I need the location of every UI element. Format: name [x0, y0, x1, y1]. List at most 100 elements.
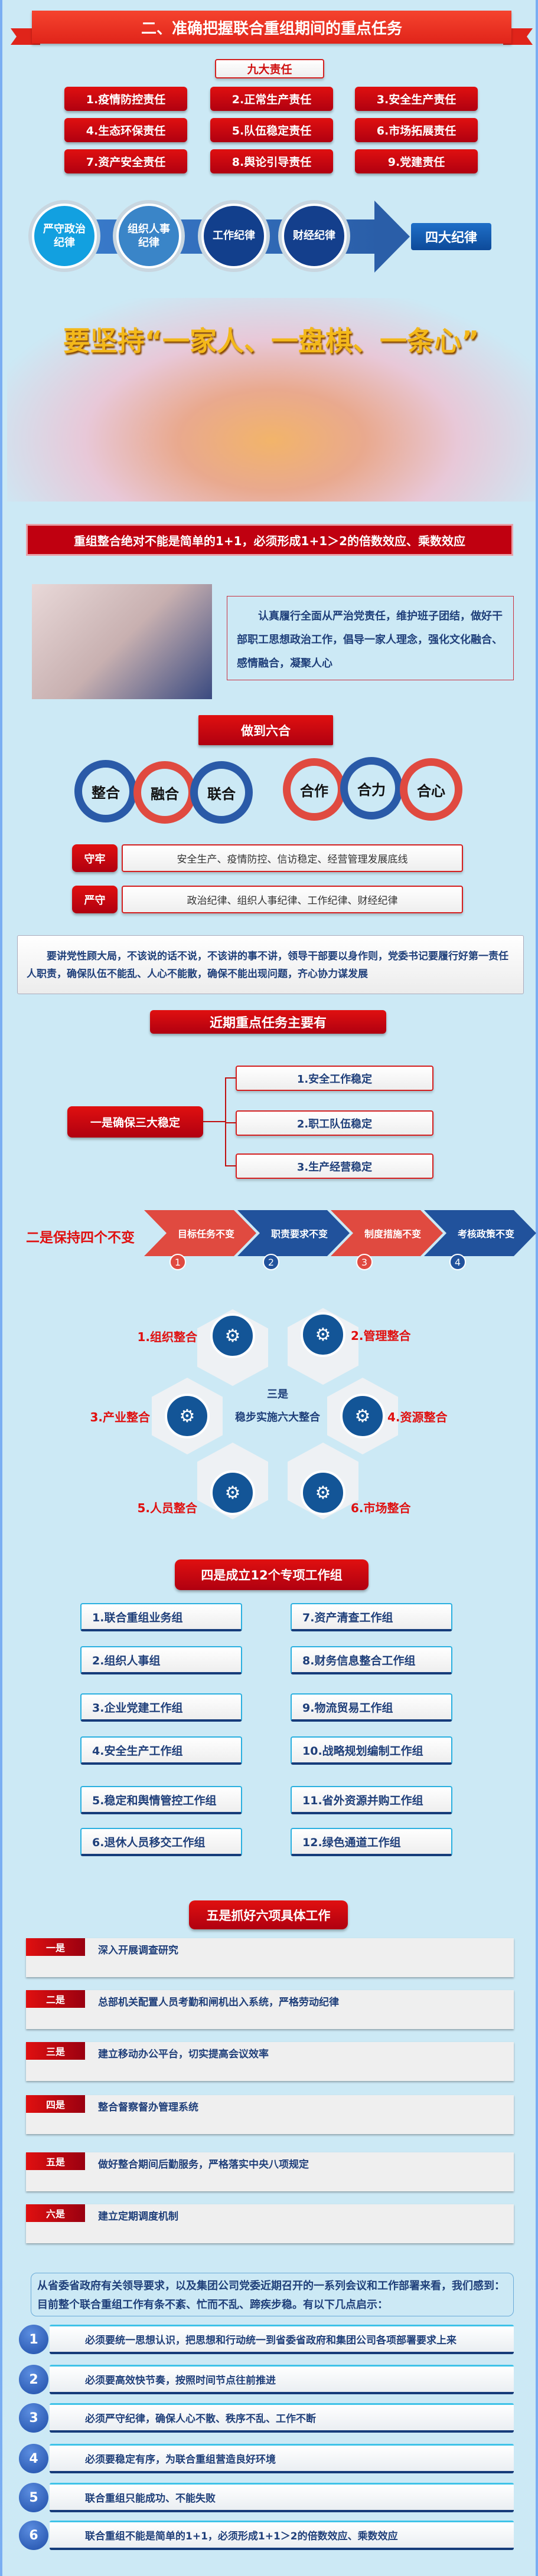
work-group-item: 11.省外资源并购工作组 — [291, 1786, 452, 1814]
gear-icon: ⚙ — [340, 1394, 385, 1438]
task-tag: 二是 — [26, 1990, 85, 2008]
task-item: 一是 深入开展调查研究 — [26, 1938, 514, 1977]
lesson-text: 联合重组只能成功、不能失败 — [50, 2483, 514, 2512]
he-ring: 合力 — [340, 757, 403, 820]
work-group-item: 8.财务信息整合工作组 — [291, 1646, 452, 1674]
groups-heading: 四是成立12个专项工作组 — [175, 1559, 369, 1590]
three-stability-label: 一是确保三大稳定 — [67, 1106, 203, 1138]
duty-item: 9.党建责任 — [355, 149, 478, 173]
he-ring: 合作 — [283, 758, 345, 821]
section-title: 二、准确把握联合重组期间的重点任务 — [32, 11, 511, 44]
four-disciplines-label: 四大纪律 — [411, 223, 491, 250]
lesson-text: 必须要统一思想认识，把思想和行动统一到省委省政府和集团公司各项部署要求上来 — [50, 2325, 514, 2354]
task-item: 四是 整合督察督办管理系统 — [26, 2095, 514, 2134]
task-item: 三是 建立移动办公平台，切实提高会议效率 — [26, 2042, 514, 2081]
party-responsibility-text: 认真履行全面从严治党责任，维护班子团结，做好干部职工思想政治工作，倡导一家人理念… — [227, 596, 514, 680]
integration-label: 3.产业整合 — [90, 1410, 150, 1424]
unchanged-number: 3 — [356, 1254, 373, 1270]
stability-item: 2.职工队伍稳定 — [236, 1110, 433, 1136]
lesson-text: 必须严守纪律，确保人心不散、秩序不乱、工作不断 — [50, 2403, 514, 2433]
unchanged-number: 1 — [169, 1254, 186, 1270]
lesson-text: 必须要稳定有序，为联合重组营造良好环境 — [50, 2444, 514, 2473]
integration-label: 6.市场整合 — [351, 1501, 411, 1515]
task-text: 建立移动办公平台，切实提高会议效率 — [98, 2049, 269, 2060]
unchanged-chevron: 目标任务不变 — [144, 1210, 256, 1256]
work-group-item: 2.组织人事组 — [80, 1646, 242, 1674]
duty-item: 3.安全生产责任 — [355, 87, 478, 111]
six-he-heading: 做到六合 — [198, 715, 333, 745]
task-tag: 一是 — [26, 1938, 85, 1956]
task-text: 做好整合期间后勤服务，严格落实中央八项规定 — [98, 2159, 309, 2171]
integration-label: 5.人员整合 — [137, 1501, 197, 1515]
row-text: 政治纪律、组织人事纪律、工作纪律、财经纪律 — [122, 886, 463, 913]
duty-item: 1.疫情防控责任 — [64, 87, 187, 111]
he-ring: 融合 — [133, 761, 196, 824]
unchanged-number: 4 — [449, 1254, 466, 1270]
lesson-number: 5 — [19, 2483, 48, 2512]
duty-item: 5.队伍稳定责任 — [210, 118, 333, 142]
party-spirit-text: 要讲党性顾大局，不该说的话不说，不该讲的事不讲，领导干部要以身作则，党委书记要履… — [17, 935, 524, 994]
nine-duties-heading: 九大责任 — [215, 59, 324, 78]
task-item: 二是 总部机关配置人员考勤和闸机出入系统，严格劳动纪律 — [26, 1990, 514, 2029]
lesson-number: 3 — [19, 2403, 48, 2433]
stability-item: 3.生产经营稳定 — [236, 1153, 433, 1179]
tree-connector — [203, 1121, 226, 1122]
duty-item: 6.市场拓展责任 — [355, 118, 478, 142]
row-tag: 守牢 — [72, 844, 118, 872]
team-hands-photo — [32, 584, 212, 699]
gear-icon: ⚙ — [165, 1394, 210, 1438]
arrow-head-icon — [374, 201, 410, 273]
task-item: 六是建立定期调度机制 — [26, 2204, 514, 2243]
work-group-item: 12.绿色通道工作组 — [291, 1828, 452, 1856]
task-text: 整合督察督办管理系统 — [98, 2102, 198, 2113]
he-ring: 合心 — [400, 758, 462, 821]
duty-item: 4.生态环保责任 — [64, 118, 187, 142]
discipline-circle: 组织人事纪律 — [116, 204, 181, 268]
work-group-item: 10.战略规划编制工作组 — [291, 1736, 452, 1765]
row-tag: 严守 — [72, 886, 118, 913]
four-unchanged-label: 二是保持四个不变 — [26, 1230, 135, 1246]
six-tasks-heading: 五是抓好六项具体工作 — [189, 1900, 348, 1929]
task-item: 五是 做好整合期间后勤服务，严格落实中央八项规定 — [26, 2152, 514, 2191]
work-group-item: 7.资产清查工作组 — [291, 1603, 452, 1631]
work-group-item: 6.退休人员移交工作组 — [80, 1828, 242, 1856]
row-text: 安全生产、疫情防控、信访稳定、经营管理发展底线 — [122, 844, 463, 872]
lesson-number: 1 — [19, 2325, 48, 2354]
integration-label: 4.资源整合 — [387, 1410, 448, 1424]
gear-icon: ⚙ — [301, 1470, 345, 1515]
task-text: 建立定期调度机制 — [98, 2211, 178, 2223]
work-group-item: 4.安全生产工作组 — [80, 1736, 242, 1765]
discipline-circle: 严守政治纪律 — [32, 204, 97, 268]
gear-icon: ⚙ — [210, 1470, 255, 1515]
task-tag: 四是 — [26, 2095, 85, 2113]
lesson-number: 6 — [19, 2521, 48, 2550]
lessons-intro: 从省委省政府有关领导要求，以及集团公司党委近期召开的一系列会议和工作部署来看，我… — [31, 2273, 514, 2316]
integration-label: 1.组织整合 — [137, 1330, 197, 1344]
lesson-number: 2 — [19, 2365, 48, 2394]
hex-center-title: 三是 — [267, 1388, 288, 1401]
duty-item: 2.正常生产责任 — [210, 87, 333, 111]
lesson-number: 4 — [19, 2444, 48, 2473]
task-text: 深入开展调查研究 — [98, 1945, 178, 1956]
unchanged-number: 2 — [263, 1254, 279, 1270]
hero-hands-image — [7, 298, 536, 502]
lesson-text: 必须要高效快节奏，按照时间节点往前推进 — [50, 2365, 514, 2394]
task-text: 总部机关配置人员考勤和闸机出入系统，严格劳动纪律 — [98, 1997, 339, 2008]
tree-connector — [225, 1122, 237, 1123]
work-group-item: 9.物流贸易工作组 — [291, 1693, 452, 1722]
hero-slogan: 要坚持“一家人、一盘棋、一条心” — [63, 325, 480, 357]
hex-center-subtitle: 稳步实施六大整合 — [235, 1411, 320, 1424]
he-ring: 整合 — [74, 760, 137, 822]
gear-icon: ⚙ — [210, 1313, 255, 1358]
task-tag: 三是 — [26, 2042, 85, 2060]
duty-item: 8.舆论引导责任 — [210, 149, 333, 173]
task-tag: 五是 — [26, 2152, 85, 2170]
work-group-item: 3.企业党建工作组 — [80, 1693, 242, 1722]
stability-item: 1.安全工作稳定 — [236, 1066, 433, 1091]
duty-item: 7.资产安全责任 — [64, 149, 187, 173]
discipline-circle: 财经纪律 — [282, 204, 347, 268]
integration-label: 2.管理整合 — [351, 1329, 411, 1343]
lesson-text: 联合重组不能是简单的1+1，必须形成1+1＞2的倍数效应、乘数效应 — [50, 2521, 514, 2550]
he-ring: 联合 — [190, 761, 253, 824]
work-group-item: 5.稳定和舆情管控工作组 — [80, 1786, 242, 1814]
